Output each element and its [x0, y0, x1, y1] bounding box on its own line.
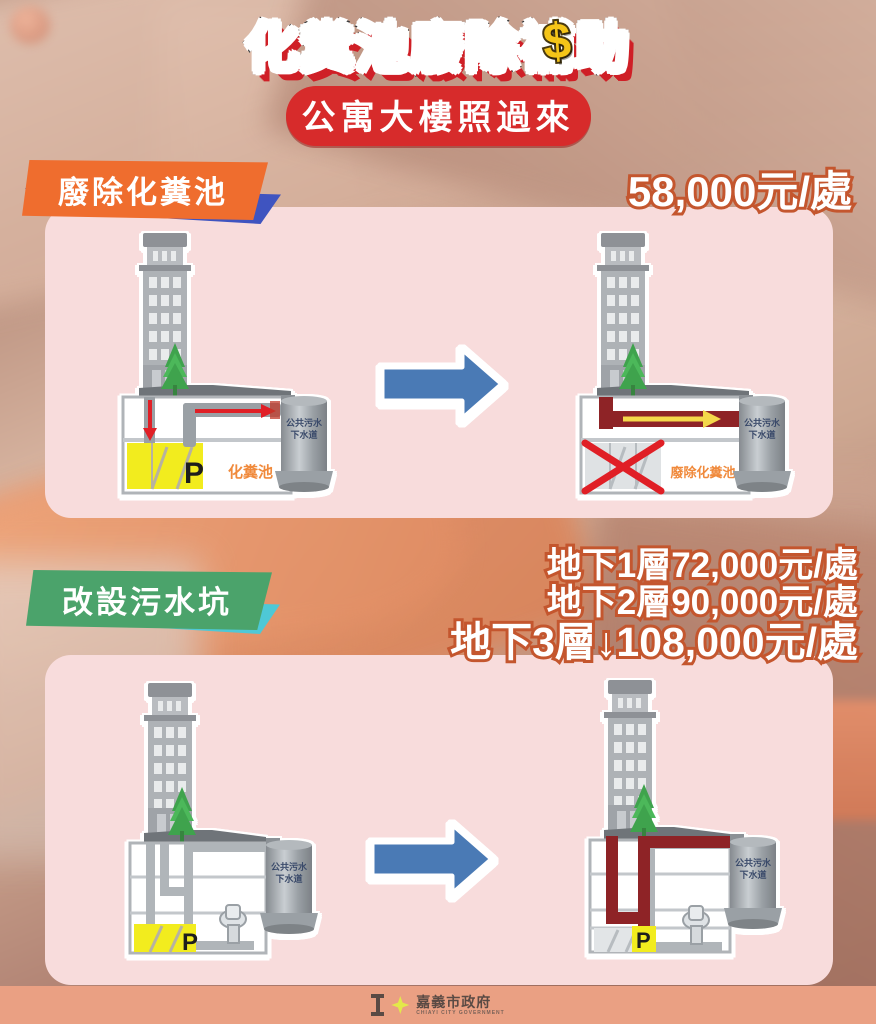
sewer-pipe-horizontal: [183, 401, 281, 447]
sewer-pipe-icon: 公共污水 下水道: [260, 838, 318, 934]
price-b2: 地下2層90,000元/處: [544, 582, 861, 623]
basement-section: P: [588, 836, 732, 954]
building-tower: [597, 233, 749, 397]
page-title-wrap: 化糞池廢除補助 $: [0, 6, 876, 82]
section-badge-septic: 廢除化糞池: [22, 160, 268, 220]
footer-org-en: CHIAYI CITY GOVERNMENT: [416, 1009, 505, 1016]
parking-area: P: [134, 924, 198, 956]
svg-text:下水道: 下水道: [748, 429, 775, 440]
tree-icon: [161, 343, 189, 397]
septic-tank-label: 化糞池: [228, 463, 273, 481]
svg-text:公共污水: 公共污水: [286, 417, 323, 428]
page-subtitle-wrap: 公寓大樓照過來: [0, 86, 876, 146]
diagram-pit-after: P 公共污水 下水道: [588, 680, 782, 954]
dollar-sign-icon: $: [539, 10, 577, 72]
building-tower: [604, 680, 730, 840]
abolished-tank-label: 廢除化糞池: [670, 465, 735, 480]
svg-text:P: P: [184, 457, 204, 490]
plumbing-risers: [146, 843, 266, 950]
new-sewer-pipe: [599, 397, 739, 429]
price-b3: 地下3層↓108,000元/處: [447, 619, 861, 666]
page-title: 化糞池廢除補助 $: [243, 6, 632, 82]
svg-text:下水道: 下水道: [290, 429, 317, 440]
price-stack-pit: 地下1層72,000元/處 地下2層90,000元/處 地下3層↓108,000…: [447, 545, 861, 666]
basement-section: P: [128, 841, 268, 956]
parking-area: P: [594, 926, 656, 953]
basement-section: 廢除化糞池: [579, 395, 751, 495]
svg-text:P: P: [182, 929, 198, 956]
svg-text:P: P: [636, 928, 651, 953]
right-arrow-icon-2: [369, 821, 495, 897]
price-b1: 地下1層72,000元/處: [544, 545, 861, 586]
diagram-pit-before: P 公共污水 下水道: [128, 683, 318, 956]
diagram-septic-before: P 化糞池 公共污水: [121, 233, 333, 495]
footer-bar: 嘉義市政府 CHIAYI CITY GOVERNMENT: [0, 986, 876, 1024]
government-logo-icon: [371, 994, 385, 1016]
parking-area: P: [127, 443, 204, 490]
svg-text:下水道: 下水道: [739, 869, 766, 880]
tree-icon: [619, 343, 647, 397]
diagram-septic-after: 廢除化糞池 公共污水 下水道: [579, 233, 791, 495]
section-badge-pit: 改設污水坑: [26, 570, 272, 630]
page-title-text: 化糞池廢除補助: [243, 16, 632, 81]
svg-text:下水道: 下水道: [275, 873, 302, 884]
right-arrow-icon-1: [379, 346, 505, 422]
price-septic: 58,000元/處: [625, 165, 855, 218]
down-pipe: [143, 397, 157, 443]
sewer-pipe-icon: 公共污水 下水道: [724, 834, 782, 929]
toilet-icon: [682, 905, 710, 945]
tree-icon: [630, 784, 658, 840]
svg-text:公共污水: 公共污水: [744, 417, 781, 428]
basement-section: P 化糞池: [121, 395, 293, 495]
sewer-pipe-icon: 公共污水 下水道: [733, 395, 791, 492]
sewer-pipe-icon: 公共污水 下水道: [275, 395, 333, 492]
toilet-icon: [219, 904, 247, 944]
footer-org: 嘉義市政府 CHIAYI CITY GOVERNMENT: [416, 995, 504, 1016]
tree-icon: [168, 787, 196, 843]
svg-text:公共污水: 公共污水: [271, 861, 308, 872]
red-cross-icon: [581, 439, 665, 495]
government-logo-star-icon: [391, 996, 410, 1014]
page-subtitle: 公寓大樓照過來: [285, 86, 591, 146]
footer-org-cn: 嘉義市政府: [416, 993, 492, 1010]
building-tower: [144, 683, 266, 843]
building-tower: [139, 233, 291, 397]
svg-text:公共污水: 公共污水: [735, 857, 772, 868]
